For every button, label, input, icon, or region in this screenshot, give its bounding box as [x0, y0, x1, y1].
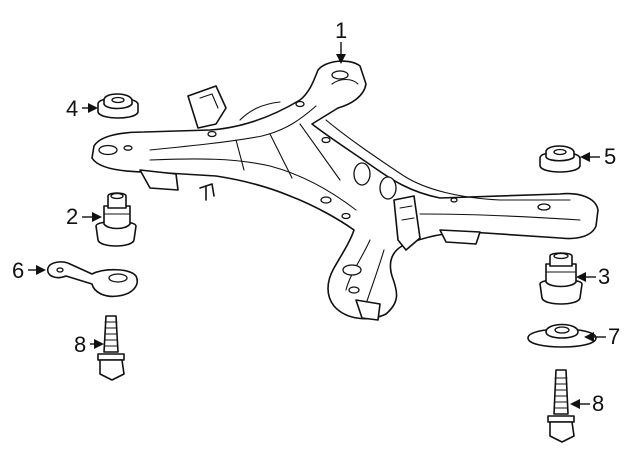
callout-1: 1 [335, 18, 347, 64]
callout-label: 1 [335, 18, 347, 43]
upper-bushing-left [97, 93, 139, 119]
callout-7: 7 [584, 324, 620, 349]
callout-label: 3 [598, 264, 610, 289]
callout-label: 6 [12, 258, 24, 283]
callout-label: 7 [608, 324, 620, 349]
callout-label: 8 [592, 391, 604, 416]
callout-label: 5 [604, 144, 616, 169]
lower-bushing-left [95, 192, 137, 247]
bolt-right [547, 369, 575, 443]
callout-label: 2 [66, 204, 78, 229]
lower-bushing-right [539, 252, 583, 305]
callout-8-left: 8 [74, 332, 104, 357]
upper-bushing-right [539, 145, 581, 173]
callout-3: 3 [576, 264, 610, 289]
stopper-bracket [46, 261, 138, 298]
callout-2: 2 [66, 204, 102, 229]
bolt-left [97, 315, 125, 381]
callout-5: 5 [580, 144, 616, 169]
callout-6: 6 [12, 258, 46, 283]
callout-8-right: 8 [570, 391, 604, 416]
callout-label: 4 [66, 96, 78, 121]
crossmember-subframe [91, 60, 599, 321]
callout-4: 4 [66, 96, 98, 121]
callout-label: 8 [74, 332, 86, 357]
stopper-washer [527, 323, 597, 348]
